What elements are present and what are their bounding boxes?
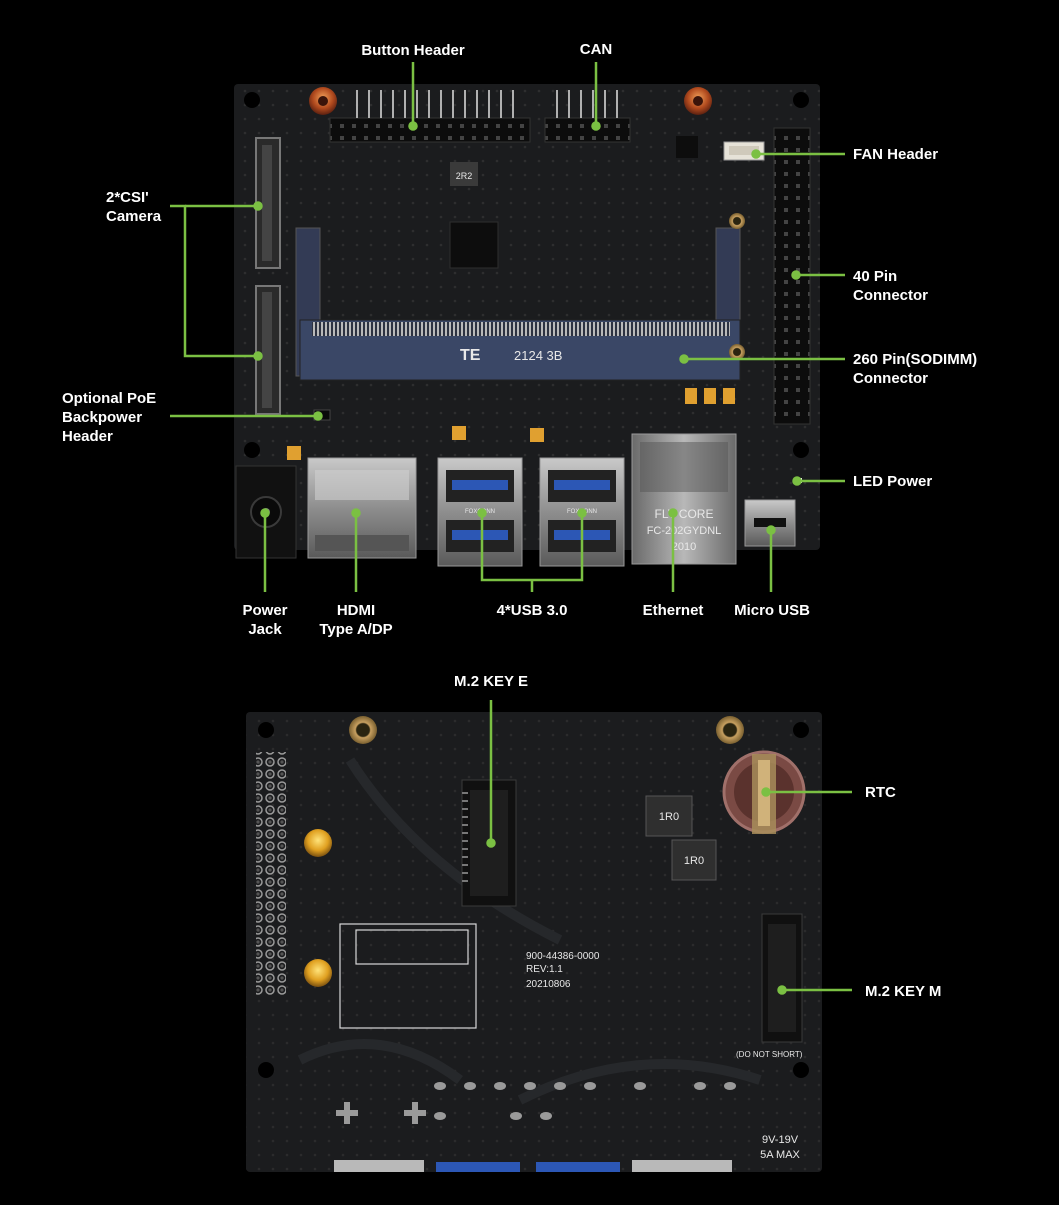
svg-text:2R2: 2R2 bbox=[456, 171, 473, 181]
gold-standoff bbox=[304, 959, 332, 987]
sodimm-brand: TE bbox=[460, 347, 481, 364]
mount-hole bbox=[244, 92, 260, 108]
label-button-header: Button Header bbox=[361, 42, 465, 59]
label-m2-key-m: M.2 KEY M bbox=[865, 983, 942, 1000]
inductor bbox=[671, 839, 717, 881]
svg-text:FC-202GYDNL: FC-202GYDNL bbox=[647, 525, 722, 537]
top-callout-lines bbox=[170, 62, 845, 592]
date-code: 20210806 bbox=[526, 979, 571, 990]
svg-text:1R0: 1R0 bbox=[684, 855, 704, 867]
screw-post bbox=[349, 716, 377, 744]
rj45-back bbox=[632, 1160, 732, 1172]
mount-hole bbox=[244, 442, 260, 458]
label-csi-camera: 2*CSI' Camera bbox=[106, 189, 162, 225]
svg-text:FLY CORE: FLY CORE bbox=[655, 507, 714, 521]
label-poe: Optional PoE Backpower Header bbox=[62, 390, 157, 445]
bottom-carrier-board: 1R0 1R0 900-44386-0000 REV:1.1 20210806 … bbox=[246, 712, 822, 1172]
label-power-jack: Power Jack bbox=[242, 602, 288, 638]
hdmi-back bbox=[334, 1160, 424, 1172]
button-header-connector bbox=[329, 117, 531, 143]
label-40-pin: 40 Pin Connector bbox=[853, 268, 928, 304]
svg-text:1R0: 1R0 bbox=[659, 811, 679, 823]
40-pin-through-holes bbox=[256, 752, 286, 996]
controller-chip bbox=[449, 221, 499, 269]
screw-post bbox=[729, 213, 745, 229]
gold-standoff bbox=[304, 829, 332, 857]
usb-back bbox=[436, 1162, 520, 1172]
inductor bbox=[645, 795, 693, 837]
do-not-short: (DO NOT SHORT) bbox=[736, 1050, 803, 1059]
label-ethernet: Ethernet bbox=[642, 602, 704, 619]
label-sodimm: 260 Pin(SODIMM) Connector bbox=[853, 351, 978, 387]
screw-post bbox=[716, 716, 744, 744]
screw-post bbox=[729, 344, 745, 360]
label-fan-header: FAN Header bbox=[853, 146, 939, 163]
label-micro-usb: Micro USB bbox=[734, 602, 810, 619]
revision: REV:1.1 bbox=[526, 964, 563, 975]
voltage-rating: 9V-19V bbox=[762, 1134, 799, 1146]
label-rtc: RTC bbox=[865, 784, 896, 801]
label-m2-key-e: M.2 KEY E bbox=[454, 673, 528, 690]
label-led-power: LED Power bbox=[853, 473, 933, 490]
can-header-connector bbox=[544, 117, 631, 143]
bottom-callout-lines bbox=[486, 700, 852, 995]
mount-hole bbox=[793, 92, 809, 108]
label-can: CAN bbox=[579, 41, 613, 58]
mount-hole bbox=[793, 442, 809, 458]
sodimm-code: 2124 3B bbox=[514, 348, 562, 363]
usb-back bbox=[536, 1162, 620, 1172]
current-rating: 5A MAX bbox=[760, 1149, 800, 1161]
svg-text:2010: 2010 bbox=[672, 541, 696, 553]
part-number: 900-44386-0000 bbox=[526, 951, 600, 962]
ic-chip bbox=[676, 136, 698, 158]
inductor-2r2 bbox=[450, 162, 478, 186]
label-usb: 4*USB 3.0 bbox=[496, 602, 568, 619]
label-hdmi: HDMI Type A/DP bbox=[319, 602, 393, 638]
top-carrier-board: TE 2124 3B 2R2 FOXCONN bbox=[234, 84, 820, 567]
